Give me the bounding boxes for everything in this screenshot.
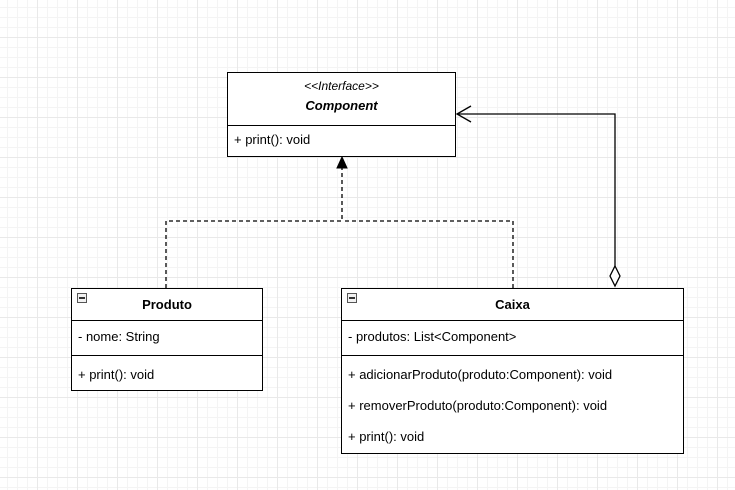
class-produto-header: Produto [72,289,262,321]
interface-name: Component [305,98,378,113]
class-produto[interactable]: Produto - nome: String + print(): void [71,288,263,391]
caixa-aggregation-line[interactable] [457,113,616,266]
interface-header: <<Interface>> Component [228,73,455,126]
class-produto-name: Produto [142,297,192,312]
interface-component[interactable]: <<Interface>> Component + print(): void [227,72,456,157]
caixa-realization-line[interactable] [342,220,514,288]
class-method: + removerProduto(produto:Component): voi… [348,398,608,413]
realization-arrowhead-icon [336,155,348,169]
class-produto-methods: + print(): void [72,356,262,382]
collapse-icon[interactable] [77,293,87,303]
class-attribute: - nome: String [78,329,160,344]
class-method: + print(): void [348,429,425,444]
open-arrowhead-icon [455,105,472,123]
aggregation-diamond-icon [609,264,621,288]
interface-method: + print(): void [234,132,311,147]
collapse-icon[interactable] [347,293,357,303]
class-produto-attributes: - nome: String [72,321,262,356]
interface-methods: + print(): void [228,126,455,157]
class-caixa-attributes: - produtos: List<Component> [342,321,683,356]
class-method: + adicionarProduto(produto:Component): v… [348,367,613,382]
produto-realization-line[interactable] [165,168,343,288]
class-caixa-name: Caixa [495,297,530,312]
class-caixa-methods: + adicionarProduto(produto:Component): v… [342,356,683,449]
class-method: + print(): void [78,367,155,382]
class-caixa[interactable]: Caixa - produtos: List<Component> + adic… [341,288,684,454]
class-caixa-header: Caixa [342,289,683,321]
interface-stereotype: <<Interface>> [304,79,379,93]
class-attribute: - produtos: List<Component> [348,329,517,344]
